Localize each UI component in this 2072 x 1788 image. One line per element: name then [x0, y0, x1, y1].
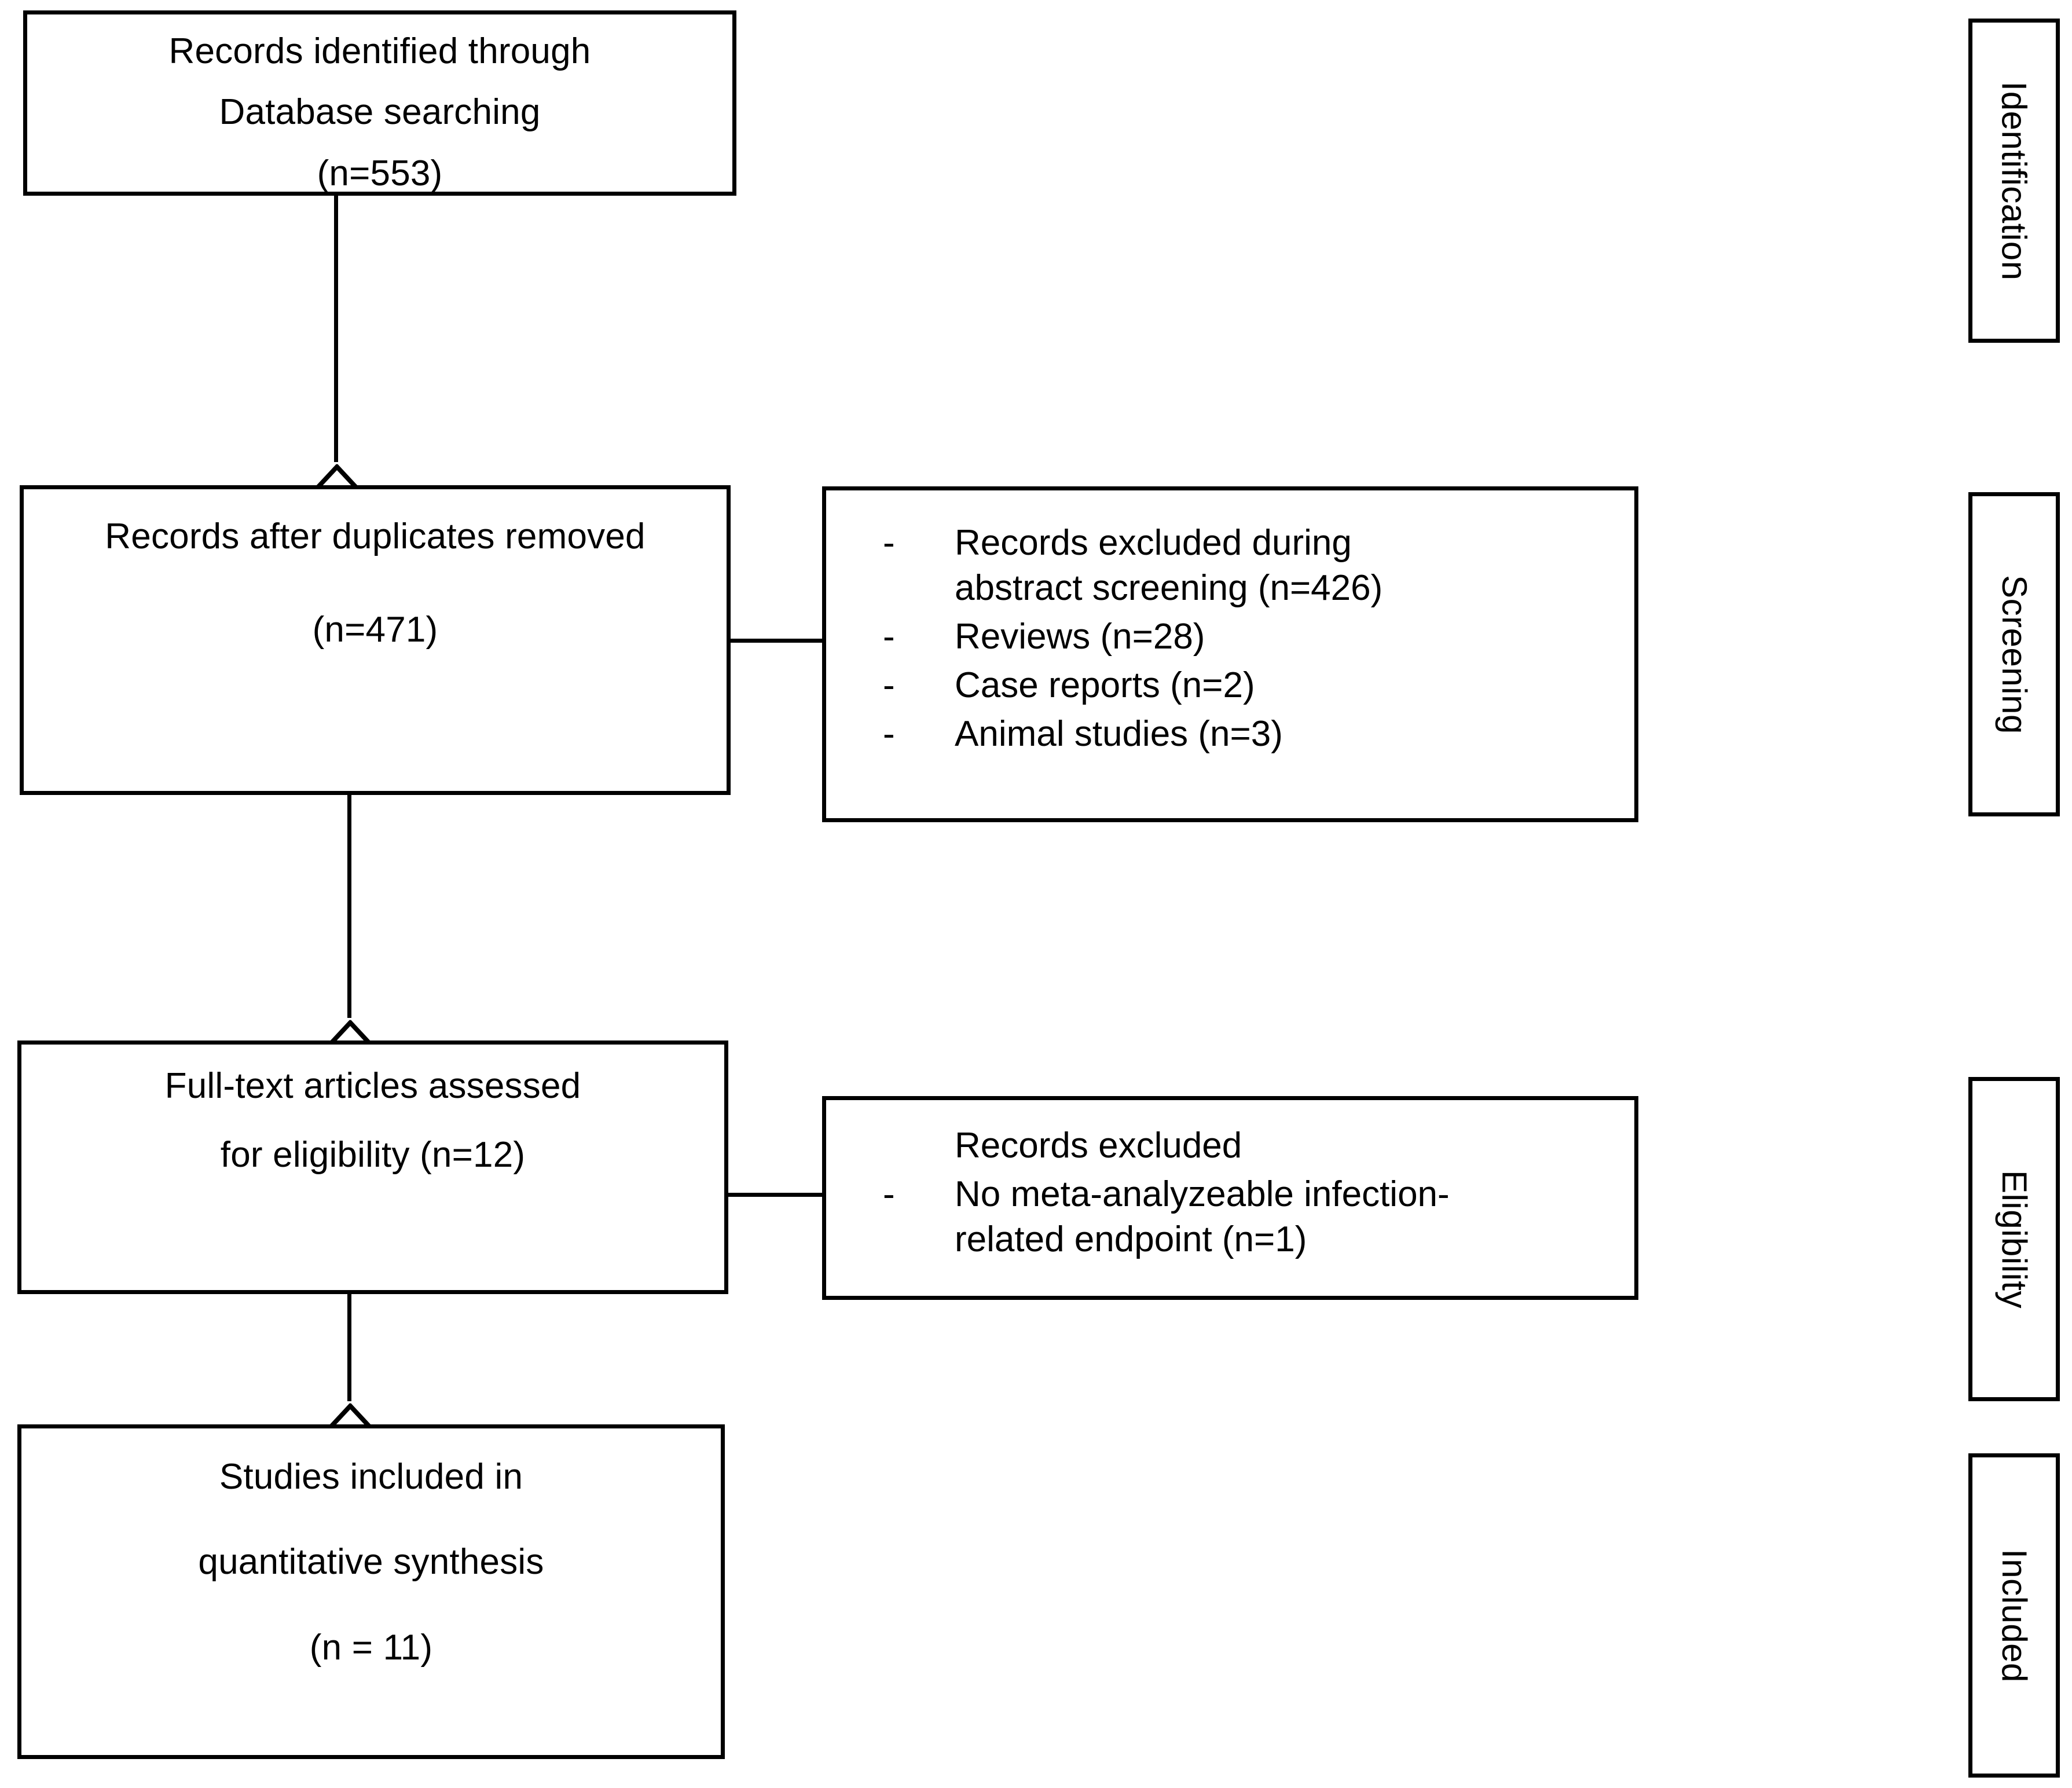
list-item-line: Records excluded during — [955, 523, 1352, 563]
box-fulltext-assessed-lines: Full-text articles assessed for eligibil… — [21, 1063, 724, 1178]
list-item-text: Reviews (n=28) — [955, 617, 1205, 657]
list-item-line: abstract screening (n=426) — [955, 568, 1383, 609]
list-item-text: Animal studies (n=3) — [955, 714, 1283, 754]
connector-duplicates-to-fulltext — [347, 795, 351, 1018]
box-line: Records after duplicates removed — [105, 516, 646, 556]
stage-label-eligibility-text: Eligibility — [1994, 1170, 2034, 1309]
box-line: (n=553) — [317, 153, 443, 193]
list-item-text: Records excluded during abstract screeni… — [955, 521, 1619, 611]
exclusion-heading: Records excluded — [955, 1126, 1242, 1166]
connector-fulltext-to-eligibility-exclusions — [727, 1193, 826, 1197]
stage-label-identification: Identification — [1968, 19, 2060, 343]
bullet-dash: - — [883, 714, 895, 754]
box-records-identified: Records identified through Database sear… — [23, 10, 736, 196]
screening-exclusion-list: - Records excluded during abstract scree… — [872, 521, 1619, 761]
connector-identified-to-duplicates — [334, 196, 338, 462]
box-line: quantitative synthesis — [198, 1542, 544, 1582]
stage-label-included-text: Included — [1994, 1548, 2034, 1683]
connector-fulltext-to-included — [347, 1294, 351, 1401]
bullet-dash: - — [883, 665, 895, 706]
box-line: (n=471) — [312, 610, 438, 650]
list-item: - Animal studies (n=3) — [872, 712, 1619, 757]
stage-label-included: Included — [1968, 1453, 2060, 1778]
stage-label-identification-text: Identification — [1994, 81, 2034, 280]
box-screening-exclusions: - Records excluded during abstract scree… — [822, 486, 1638, 822]
box-line: Full-text articles assessed — [164, 1066, 581, 1106]
list-item-text: No meta-analyzeable infection- related e… — [955, 1172, 1619, 1262]
box-records-after-duplicates: Records after duplicates removed (n=471) — [20, 485, 731, 795]
list-item-line: No meta-analyzeable infection- — [955, 1174, 1450, 1215]
stage-label-eligibility: Eligibility — [1968, 1077, 2060, 1401]
bullet-dash: - — [883, 523, 895, 563]
list-item-text: Case reports (n=2) — [955, 665, 1255, 706]
box-line: Studies included in — [219, 1457, 523, 1497]
list-item: - Reviews (n=28) — [872, 614, 1619, 659]
bullet-dash: - — [883, 617, 895, 657]
list-item-line: related endpoint (n=1) — [955, 1219, 1307, 1260]
connector-duplicates-to-screening-exclusions — [728, 639, 826, 643]
list-item: - Case reports (n=2) — [872, 663, 1619, 708]
eligibility-exclusion-list: - Records excluded - No meta-analyzeable… — [872, 1123, 1619, 1266]
list-heading-row: - Records excluded — [872, 1123, 1619, 1168]
list-item: - No meta-analyzeable infection- related… — [872, 1172, 1619, 1262]
list-item: - Records excluded during abstract scree… — [872, 521, 1619, 611]
box-records-identified-lines: Records identified through Database sear… — [27, 28, 732, 196]
box-eligibility-exclusions: - Records excluded - No meta-analyzeable… — [822, 1096, 1638, 1300]
box-line: Records identified through — [168, 31, 591, 71]
box-line: (n = 11) — [309, 1627, 433, 1668]
stage-label-screening: Screening — [1968, 492, 2060, 816]
box-line: for eligibility (n=12) — [220, 1135, 526, 1175]
box-fulltext-assessed: Full-text articles assessed for eligibil… — [17, 1040, 728, 1294]
stage-label-screening-text: Screening — [1994, 574, 2034, 734]
bullet-dash: - — [883, 1174, 895, 1215]
box-records-after-duplicates-lines: Records after duplicates removed (n=471) — [24, 514, 727, 653]
box-studies-included-lines: Studies included in quantitative synthes… — [21, 1454, 721, 1670]
box-line: Database searching — [219, 92, 541, 133]
box-studies-included: Studies included in quantitative synthes… — [17, 1424, 725, 1759]
